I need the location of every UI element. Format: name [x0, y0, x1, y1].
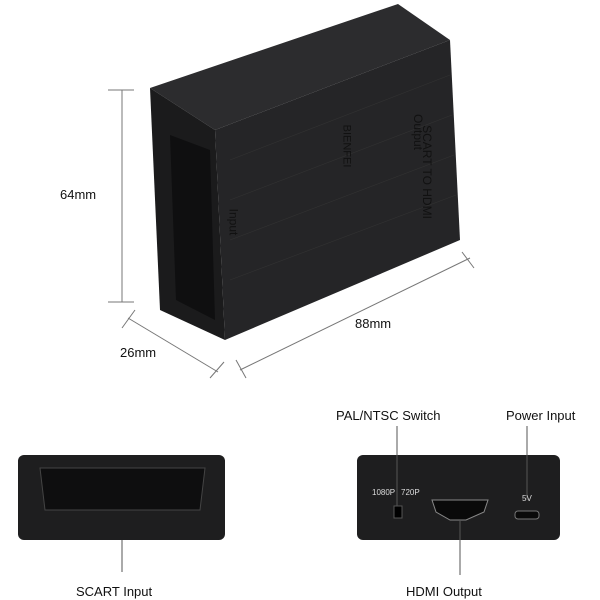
width-label: 88mm [355, 316, 392, 331]
output-end-view [357, 426, 560, 575]
label-1080p: 1080P [372, 488, 396, 497]
input-text: Input [226, 208, 241, 236]
micro-usb-port [514, 510, 540, 520]
label-5v: 5V [522, 494, 532, 503]
title-line2: Output [411, 113, 426, 151]
adapter-3d [150, 4, 460, 340]
pal-ntsc-switch [393, 505, 403, 519]
hdmi-port [431, 499, 489, 521]
brand-text: BIENFEI [340, 124, 353, 168]
depth-label: 26mm [120, 345, 157, 360]
scart-input-callout: SCART Input [76, 584, 153, 599]
power-input-callout: Power Input [506, 408, 576, 423]
scart-connector [170, 135, 215, 320]
pal-ntsc-callout: PAL/NTSC Switch [336, 408, 441, 423]
height-label: 64mm [60, 187, 97, 202]
scart-end-view [18, 455, 225, 572]
dimension-lines [108, 89, 475, 379]
label-720p: 720P [401, 488, 420, 497]
hdmi-output-callout: HDMI Output [406, 584, 482, 599]
